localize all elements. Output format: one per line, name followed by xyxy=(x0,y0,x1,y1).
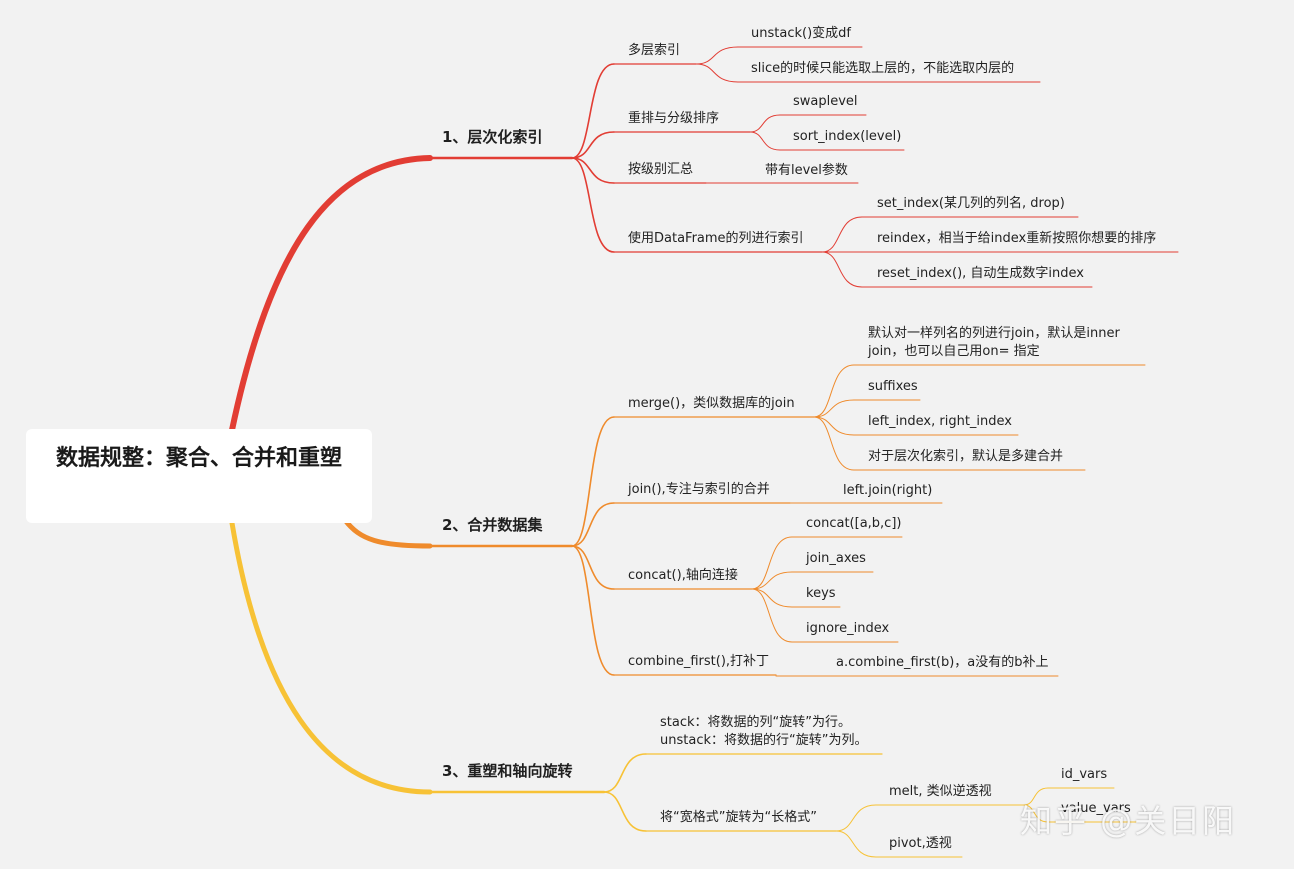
root-connector-3 xyxy=(229,520,433,795)
connector-56 xyxy=(835,804,877,832)
connector-13 xyxy=(695,63,739,83)
leaf-sort-index[interactable]: sort_index(level) xyxy=(793,129,902,144)
leaf-join-axes[interactable]: join_axes xyxy=(806,551,866,566)
root-connector-1 xyxy=(229,155,433,433)
node-reorder-sort[interactable]: 重排与分级排序 xyxy=(628,111,720,126)
connector-43 xyxy=(751,536,793,590)
branch-1-label[interactable]: 1、层次化索引 xyxy=(442,128,543,146)
connector-26 xyxy=(571,416,615,547)
leaf-level-param[interactable]: 带有level参数 xyxy=(765,163,848,178)
connector-7 xyxy=(571,157,615,184)
node-melt[interactable]: melt, 类似逆透视 xyxy=(889,784,992,799)
connector-45 xyxy=(751,571,793,590)
leaf-keys[interactable]: keys xyxy=(806,586,836,601)
connector-54 xyxy=(603,791,647,832)
connector-30 xyxy=(571,545,615,590)
branch-2-label[interactable]: 2、合并数据集 xyxy=(442,516,543,534)
leaf-merge-default-line2[interactable]: join，也可以自己用on= 指定 xyxy=(868,344,1040,359)
leaf-reindex[interactable]: reindex，相当于给index重新按照你想要的排序 xyxy=(877,231,1157,246)
leaf-ignore-index[interactable]: ignore_index xyxy=(806,621,890,636)
leaf-slice-note[interactable]: slice的时候只能选取上层的，不能选取内层的 xyxy=(751,61,1015,76)
connector-47 xyxy=(751,588,793,608)
leaf-id-vars[interactable]: id_vars xyxy=(1061,767,1108,782)
root-connector-2 xyxy=(342,517,433,549)
connector-40 xyxy=(813,416,855,471)
watermark: 知乎 @关日阳 xyxy=(1020,802,1237,840)
node-level-summary[interactable]: 按级别汇总 xyxy=(628,162,694,177)
connector-24 xyxy=(821,251,863,288)
connector-62 xyxy=(1023,804,1049,823)
leaf-suffixes[interactable]: suffixes xyxy=(868,379,918,394)
root-title: 数据规整：聚合、合并和重塑 xyxy=(55,446,342,471)
leaf-reset-index[interactable]: reset_index(), 自动生成数字index xyxy=(877,266,1084,281)
node-concat[interactable]: concat(),轴向连接 xyxy=(628,568,738,583)
node-df-column-index[interactable]: 使用DataFrame的列进行索引 xyxy=(628,231,804,246)
node-wide-to-long[interactable]: 将“宽格式”旋转为“长格式” xyxy=(660,810,817,825)
connector-15 xyxy=(749,114,781,133)
node-pivot[interactable]: pivot,透视 xyxy=(889,836,952,851)
connector-3 xyxy=(571,63,615,159)
leaf-hier-index-merge[interactable]: 对于层次化索引，默认是多建合并 xyxy=(868,449,1064,464)
leaf-concat-abc[interactable]: concat([a,b,c]) xyxy=(806,516,902,531)
connector-36 xyxy=(813,399,855,418)
connector-9 xyxy=(571,157,615,253)
leaf-left-join-right[interactable]: left.join(right) xyxy=(843,483,933,498)
node-multi-index[interactable]: 多层索引 xyxy=(628,43,681,58)
connector-60 xyxy=(1023,787,1049,806)
leaf-set-index[interactable]: set_index(某几列的列名, drop) xyxy=(877,196,1065,211)
node-stack-line1[interactable]: stack：将数据的列“旋转”为行。 xyxy=(660,715,851,730)
connector-28 xyxy=(571,502,615,547)
node-join[interactable]: join(),专注与索引的合并 xyxy=(628,482,770,497)
leaf-swaplevel[interactable]: swaplevel xyxy=(793,94,858,109)
leaf-merge-default-line1[interactable]: 默认对一样列名的列进行join，默认是inner xyxy=(868,326,1120,341)
connector-58 xyxy=(835,830,877,858)
node-merge[interactable]: merge()，类似数据库的join xyxy=(628,396,795,411)
connector-52 xyxy=(603,753,647,793)
connector-32 xyxy=(571,545,615,676)
connector-20 xyxy=(821,216,863,253)
connector-5 xyxy=(571,131,615,159)
root-node[interactable]: 数据规整：聚合、合并和重塑 xyxy=(26,429,372,523)
leaf-combine-first-note[interactable]: a.combine_first(b)，a没有的b补上 xyxy=(836,655,1049,670)
node-combine-first[interactable]: combine_first(),打补丁 xyxy=(628,654,770,669)
connector-34 xyxy=(813,364,855,418)
connector-38 xyxy=(813,416,855,436)
leaf-unstack-df[interactable]: unstack()变成df xyxy=(751,26,851,41)
connector-17 xyxy=(749,131,781,151)
branch-3-label[interactable]: 3、重塑和轴向旋转 xyxy=(442,762,573,780)
leaf-value-vars[interactable]: value_vars xyxy=(1061,801,1131,816)
node-stack-line2[interactable]: unstack：将数据的行“旋转”为列。 xyxy=(660,733,868,748)
connector-49 xyxy=(751,588,793,643)
connector-11 xyxy=(695,46,739,65)
leaf-left-right-index[interactable]: left_index, right_index xyxy=(868,414,1012,429)
